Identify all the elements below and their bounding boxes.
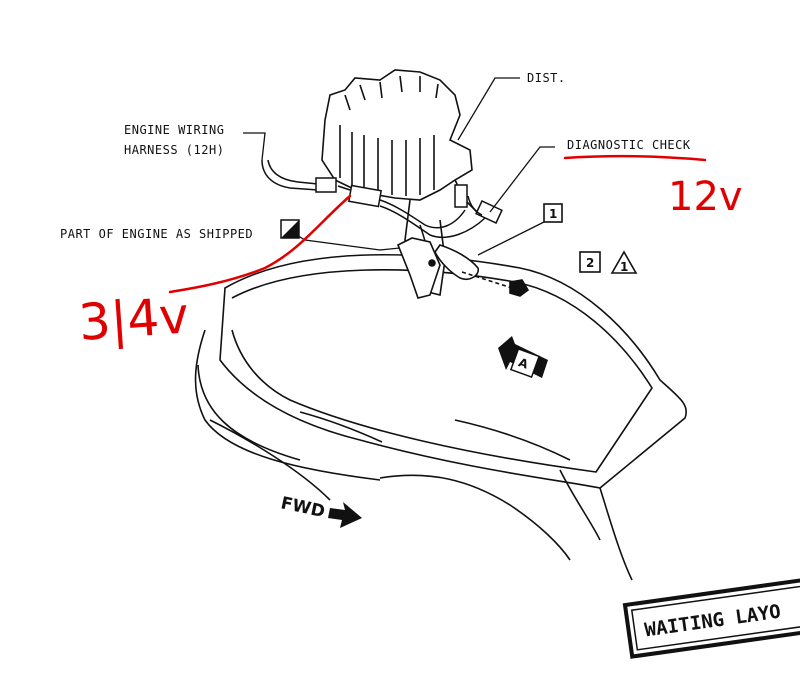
forward-label: FWD bbox=[279, 493, 327, 522]
diagnostic-check-label: DIAGNOSTIC CHECK bbox=[567, 138, 691, 152]
engine-cover bbox=[194, 253, 687, 581]
warning-triangle-icon: 1 bbox=[610, 250, 638, 274]
bolt bbox=[461, 271, 530, 297]
diagnostic-underline bbox=[563, 155, 707, 162]
harness-label-line2: HARNESS (12H) bbox=[124, 143, 224, 157]
red-annotations bbox=[168, 155, 707, 294]
callout-1-box: 1 bbox=[543, 203, 563, 223]
red-note-3-4v: 3|4v bbox=[77, 286, 191, 352]
forward-indicator: FWD bbox=[279, 493, 362, 528]
warning-number: 1 bbox=[620, 260, 628, 274]
bracket-assembly bbox=[396, 237, 480, 299]
red-wire-trace bbox=[168, 194, 352, 294]
callout-2-box: 2 bbox=[579, 251, 601, 273]
view-a-arrow-icon: A bbox=[498, 336, 548, 379]
waiting-layout-stamp: WAITING LAYO bbox=[622, 574, 800, 659]
harness-label-line1: ENGINE WIRING bbox=[124, 123, 224, 137]
distributor-label: DIST. bbox=[527, 71, 566, 85]
part-of-engine-label: PART OF ENGINE AS SHIPPED bbox=[60, 227, 253, 241]
callout-2-number: 2 bbox=[586, 256, 594, 270]
forward-arrow-icon bbox=[328, 502, 362, 528]
red-note-12v: 12v bbox=[668, 174, 743, 220]
wiring-harness bbox=[261, 159, 503, 263]
callout-1-number: 1 bbox=[549, 207, 557, 221]
leader-lines bbox=[243, 77, 555, 256]
shipped-marker-icon bbox=[280, 219, 300, 239]
